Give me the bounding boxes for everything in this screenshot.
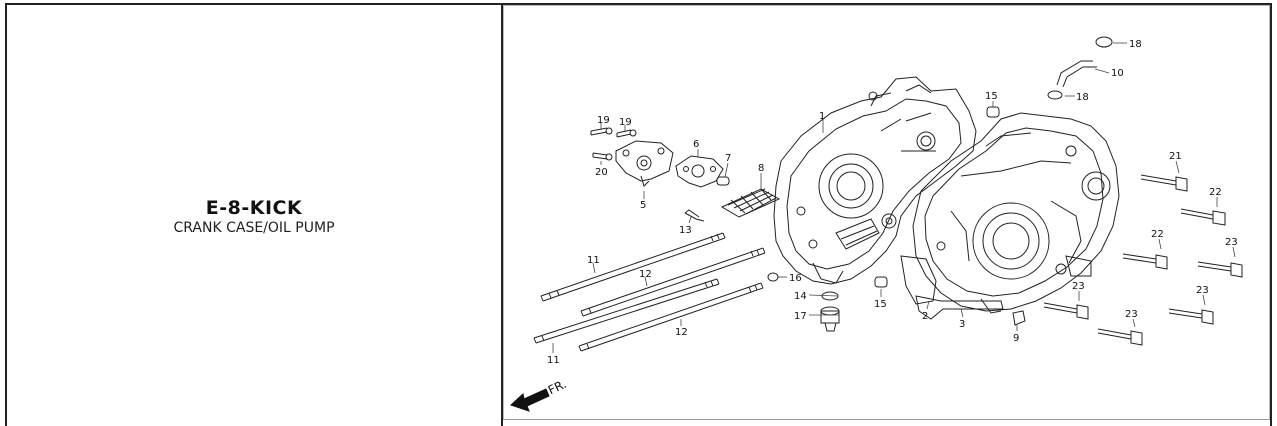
pump-pin — [716, 176, 730, 186]
callout-2: 2 — [922, 311, 928, 322]
drain-bolt-17 — [820, 306, 840, 332]
callout-14: 14 — [794, 291, 807, 302]
diagram-name: CRANK CASE/OIL PUMP — [173, 220, 335, 236]
callout-20: 20 — [595, 167, 608, 178]
callout-18a: 18 — [1129, 39, 1142, 50]
exploded-parts-diagram: 1 2 3 5 6 7 8 9 10 11 11 12 12 13 14 15 … — [510, 36, 1243, 412]
callout-22b: 22 — [1151, 229, 1164, 240]
key-13 — [684, 209, 705, 222]
callout-15a: 15 — [985, 91, 998, 102]
parts-diagram-panel: 1 2 3 5 6 7 8 9 10 11 11 12 12 13 14 15 … — [503, 5, 1270, 420]
clip-18a — [1095, 36, 1113, 48]
diagram-title-block: E-8-KICK CRANK CASE/OIL PUMP — [7, 197, 501, 237]
title-panel: E-8-KICK CRANK CASE/OIL PUMP — [7, 5, 501, 426]
o-ring-16 — [767, 272, 779, 282]
flange-bolts — [1043, 174, 1243, 346]
callout-11b: 11 — [547, 355, 560, 366]
callout-19a: 19 — [597, 115, 610, 126]
callout-18b: 18 — [1076, 92, 1089, 103]
dowel-15a — [986, 106, 1000, 118]
callout-labels: 1 2 3 5 6 7 8 9 10 11 11 12 12 13 14 15 … — [547, 39, 1238, 366]
callout-6: 6 — [693, 139, 699, 150]
oil-pump-cover — [675, 155, 724, 188]
crankcase-left-half — [773, 76, 977, 285]
front-direction-label: FR. — [546, 377, 569, 398]
dowel-15b — [874, 276, 888, 288]
callout-23d: 23 — [1196, 285, 1209, 296]
callout-10: 10 — [1111, 68, 1124, 79]
callout-7: 7 — [725, 153, 731, 164]
callout-1: 1 — [819, 111, 825, 122]
callout-23a: 23 — [1225, 237, 1238, 248]
clip-18b — [1047, 90, 1063, 100]
callout-19b: 19 — [619, 117, 632, 128]
part-9 — [1012, 310, 1026, 326]
bracket-2-3 — [915, 295, 1004, 320]
panel-divider — [501, 5, 503, 426]
callout-17: 17 — [794, 311, 807, 322]
crankcase-right-half — [900, 112, 1120, 314]
callout-22a: 22 — [1209, 187, 1222, 198]
callout-5: 5 — [640, 200, 646, 211]
callout-21: 21 — [1169, 151, 1182, 162]
callout-23b: 23 — [1072, 281, 1085, 292]
callout-11a: 11 — [587, 255, 600, 266]
stud-bolts — [533, 232, 766, 352]
callout-16: 16 — [789, 273, 802, 284]
callout-leaders — [552, 42, 1236, 353]
callout-15b: 15 — [874, 299, 887, 310]
breather-hose — [1047, 36, 1113, 100]
callout-9: 9 — [1013, 333, 1019, 344]
callout-8: 8 — [758, 163, 764, 174]
callout-12a: 12 — [639, 269, 652, 280]
callout-13: 13 — [679, 225, 692, 236]
diagram-code: E-8-KICK — [205, 197, 303, 219]
oil-pump-body — [615, 140, 674, 187]
oil-strainer-screen — [720, 188, 781, 218]
callout-23c: 23 — [1125, 309, 1138, 320]
callout-3: 3 — [959, 319, 965, 330]
bottom-rule — [503, 419, 1270, 420]
callout-12b: 12 — [675, 327, 688, 338]
screws-19-20 — [590, 127, 637, 161]
front-direction-arrow-icon — [510, 388, 550, 412]
